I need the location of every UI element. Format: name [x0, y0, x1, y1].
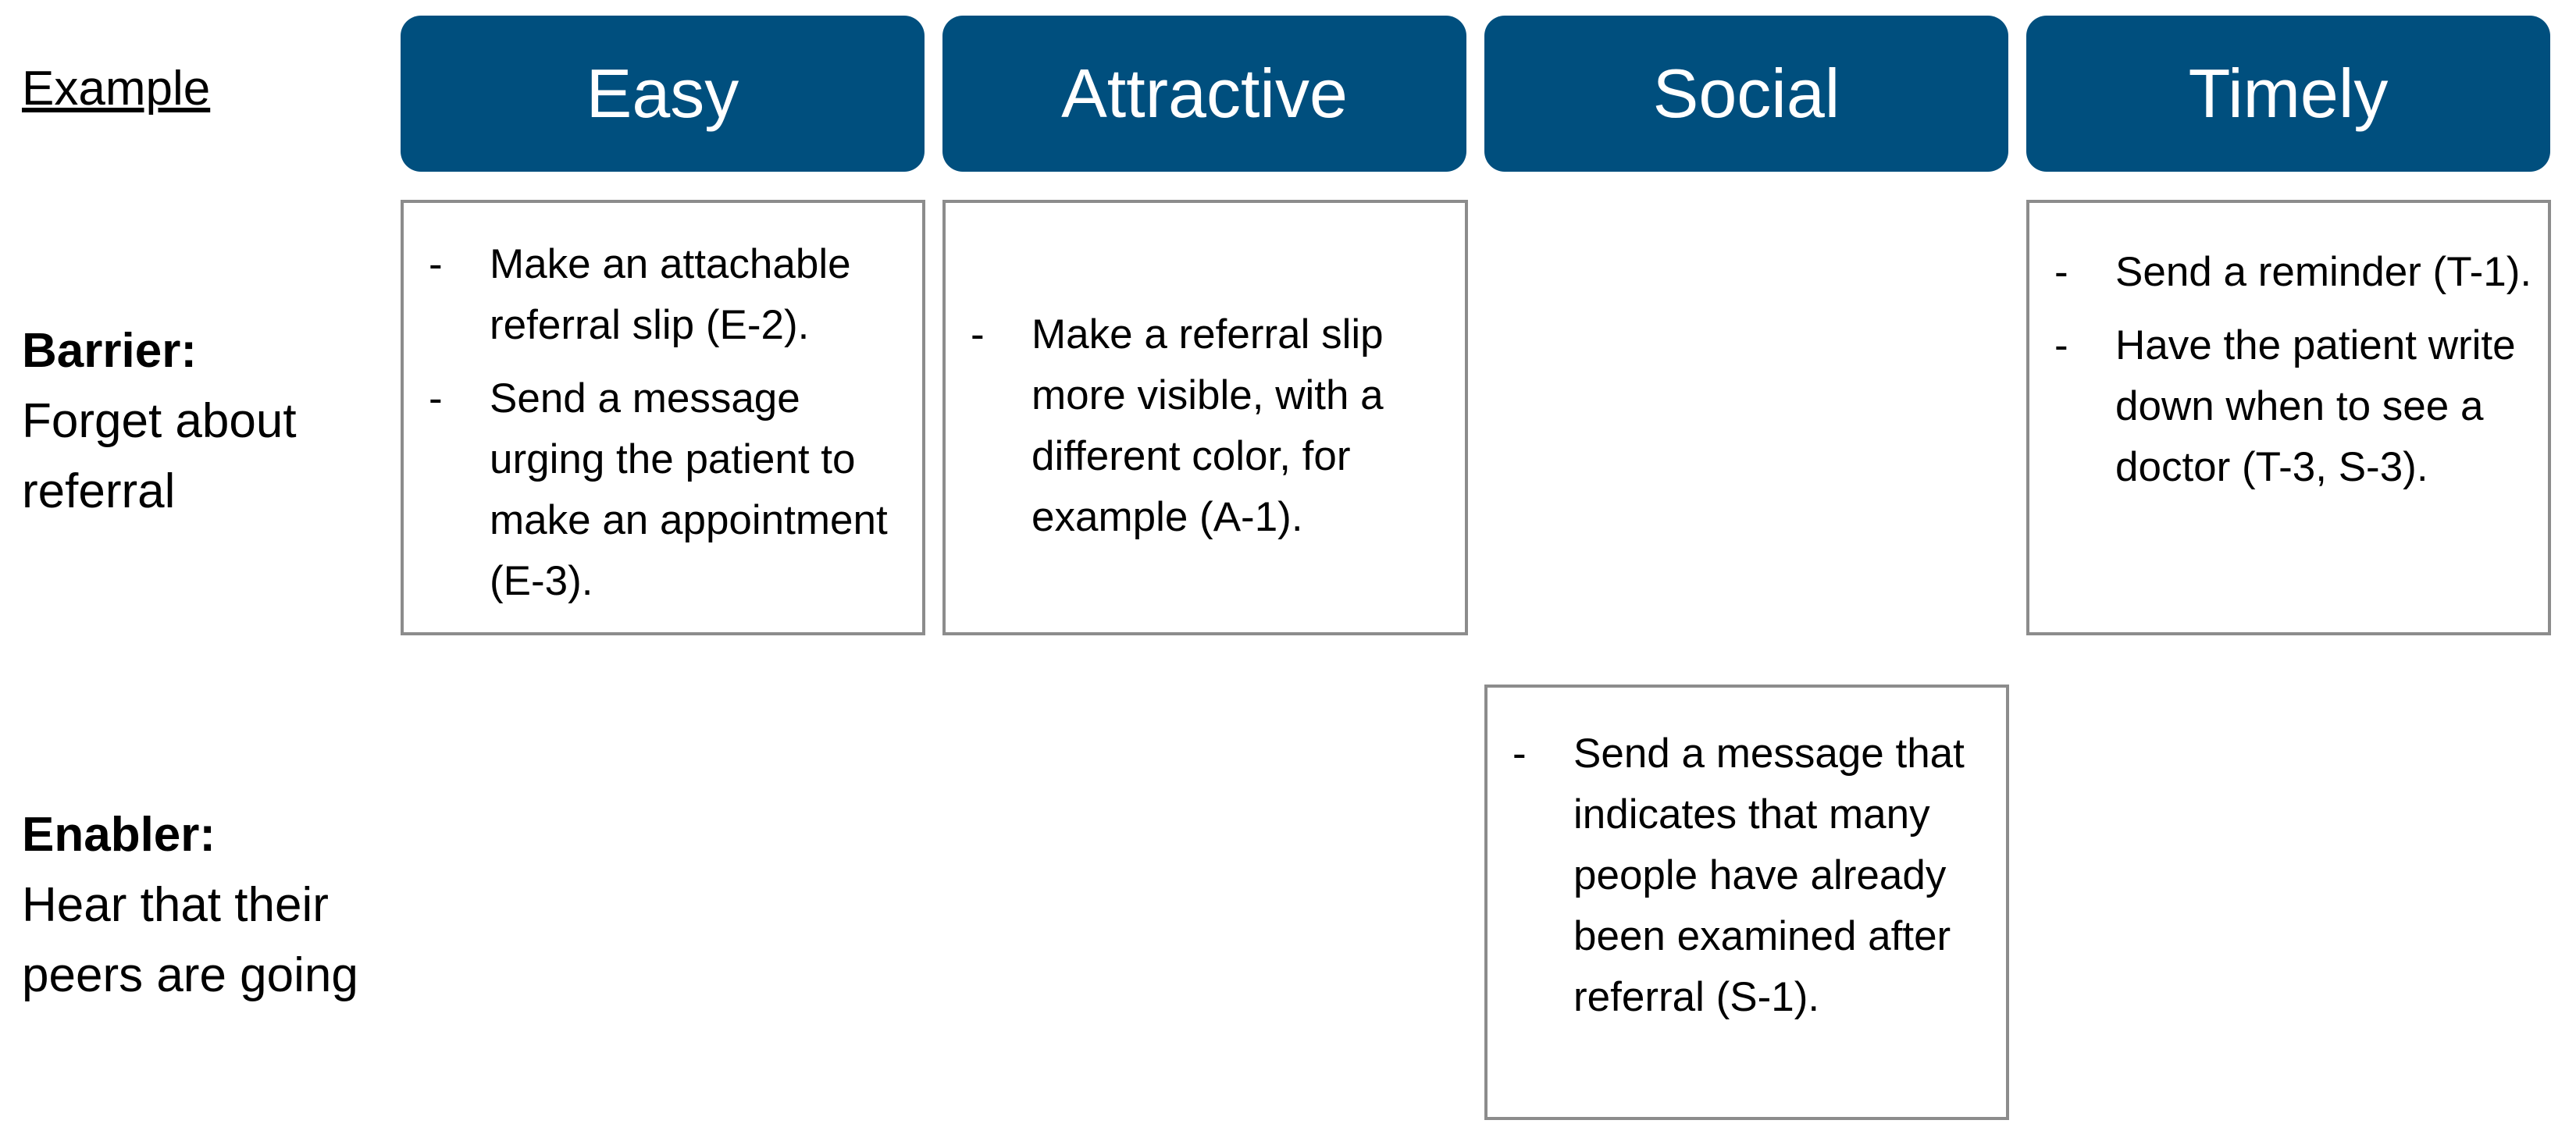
header-attractive: Attractive: [942, 16, 1466, 172]
enabler-desc-line-1: Hear that their: [22, 878, 329, 932]
header-timely: Timely: [2026, 16, 2550, 172]
barrier-desc-line-1: Forget about: [22, 394, 297, 448]
header-social: Social: [1484, 16, 2008, 172]
header-easy: Easy: [401, 16, 925, 172]
list-item: Send a message urging the patient to mak…: [404, 368, 908, 612]
barrier-kind: Barrier:: [22, 324, 197, 378]
cell-barrier-easy: Make an attachable referral slip (E-2). …: [401, 200, 925, 635]
enabler-kind: Enabler:: [22, 808, 216, 862]
list-item: Send a reminder (T-1).: [2029, 242, 2534, 303]
barrier-row-label: Barrier: Forget about referral: [22, 316, 297, 527]
list-item: Make an attachable referral slip (E-2).: [404, 234, 908, 356]
enabler-desc-line-2: peers are going: [22, 948, 358, 1002]
example-label: Example: [22, 62, 211, 116]
barrier-desc-line-2: referral: [22, 464, 176, 518]
list-item: Have the patient write down when to see …: [2029, 315, 2534, 498]
list-item: Make a referral slip more visible, with …: [946, 304, 1451, 548]
list-item: Send a message that indicates that many …: [1488, 724, 1992, 1028]
cell-barrier-timely: Send a reminder (T-1). Have the patient …: [2026, 200, 2551, 635]
cell-enabler-social: Send a message that indicates that many …: [1484, 685, 2009, 1120]
cell-barrier-attractive: Make a referral slip more visible, with …: [942, 200, 1468, 635]
enabler-row-label: Enabler: Hear that their peers are going: [22, 800, 358, 1011]
